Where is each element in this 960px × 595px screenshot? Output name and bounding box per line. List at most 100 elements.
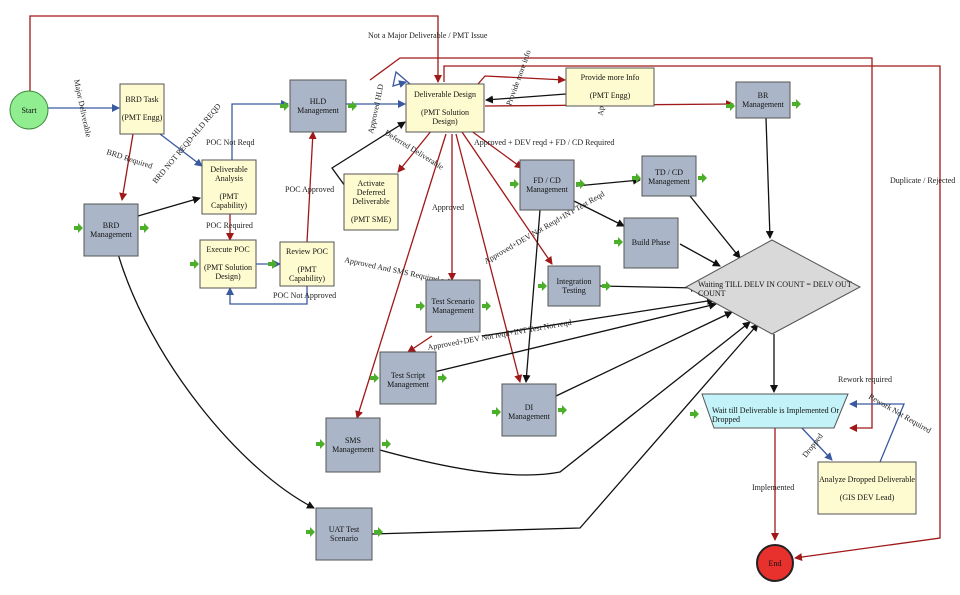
edge-review-to-executepoc [226, 286, 308, 305]
edge-wait-to-analyze [799, 425, 833, 461]
edge-analyze-to-wait [849, 400, 905, 463]
system-build-phase-text: Build Phase [632, 238, 671, 247]
port-marker [726, 101, 735, 111]
task-analyze-dropped[interactable]: Analyze Dropped Deliverable (GIS DEV Lea… [817, 461, 917, 515]
node-text-line: (PMT SME) [351, 215, 391, 224]
label-approved-hld: Approved HLD [366, 83, 385, 134]
node-text-line [370, 206, 372, 215]
edge-analysis-to-hld [231, 100, 289, 160]
node-text-line: Management [508, 412, 551, 421]
port-marker [268, 259, 277, 269]
port-marker [576, 179, 585, 189]
edge-br-to-decision [765, 117, 774, 239]
node-text-line: Activate [357, 179, 385, 188]
node-text-line [228, 183, 230, 192]
node-text-line: UAT Test [329, 525, 360, 534]
node-text-line: (PMT Solution [421, 108, 469, 117]
start-node[interactable]: Start [9, 90, 49, 130]
edge-design-to-fdcd [469, 129, 523, 169]
edge-design-selfloop [392, 70, 411, 88]
edge-fdcd-to-build [571, 199, 625, 227]
node-text-line: DI [525, 403, 534, 412]
node-text-line: (PMT Solution [204, 263, 252, 272]
task-brd-task-text: BRD Task (PMT Engg) [122, 95, 163, 122]
label-dropped: Dropped [800, 432, 824, 460]
node-text-line: Capability) [289, 274, 325, 283]
node-text-line: (PMT Engg) [590, 91, 631, 100]
edge-provideinfo-to-design [485, 93, 567, 104]
node-text-line [866, 484, 868, 493]
node-text-line: Provide more Info [581, 73, 640, 82]
node-text-line: (GIS DEV Lead) [840, 493, 895, 502]
node-text-line [609, 82, 611, 91]
edge-build-to-decision [679, 243, 721, 267]
task-brd-task[interactable]: BRD Task (PMT Engg) [119, 83, 165, 135]
node-text-line: COUNT [698, 289, 726, 298]
node-text-line: Management [526, 185, 569, 194]
edge-design-to-end-duplicate [443, 65, 941, 562]
label-rework-not-required: Rework Not Required [867, 392, 933, 435]
start-label: Start [21, 106, 37, 115]
node-text-line: Build Phase [632, 238, 671, 247]
system-build-phase[interactable]: Build Phase [623, 217, 679, 269]
edge-testscenario-to-decision [481, 297, 715, 337]
port-marker [482, 301, 491, 311]
end-node[interactable]: End [756, 544, 794, 582]
task-provide-more-info[interactable]: Provide more Info (PMT Engg) [565, 67, 655, 107]
node-text-line: Management [648, 177, 691, 186]
node-text-line: Management [742, 100, 785, 109]
label-brd-required: BRD Required [105, 147, 153, 170]
edge-integration-to-decision [599, 283, 699, 292]
node-text-line: BRD [103, 221, 120, 230]
port-marker [510, 179, 519, 189]
node-text-line: Waiting TILL DELV IN COUNT = DELV OUT [698, 280, 852, 289]
port-marker [792, 99, 801, 109]
edge-script-to-decision [433, 301, 717, 373]
node-text-line: (PMT Engg) [122, 113, 163, 122]
edge-sms-to-decision [379, 321, 751, 476]
end-label: End [769, 559, 782, 568]
node-text-line [444, 99, 446, 108]
label-implemented: Implemented [752, 483, 794, 492]
node-text-line: Analyze Dropped Deliverable [819, 475, 915, 484]
node-text-line: Review POC [286, 247, 328, 256]
port-marker [74, 223, 83, 233]
label-poc-not-reqd: POC Not Reqd [206, 138, 254, 147]
node-text-line: Analysis [215, 174, 243, 183]
node-text-line: Deferred [357, 188, 385, 197]
label-duplicate-rejected: Duplicate / Rejected [890, 176, 955, 185]
label-approved-mid: Approved [432, 203, 464, 212]
node-text-line: Integration [556, 277, 591, 286]
edge-reviewpoc-to-hld [306, 131, 317, 243]
